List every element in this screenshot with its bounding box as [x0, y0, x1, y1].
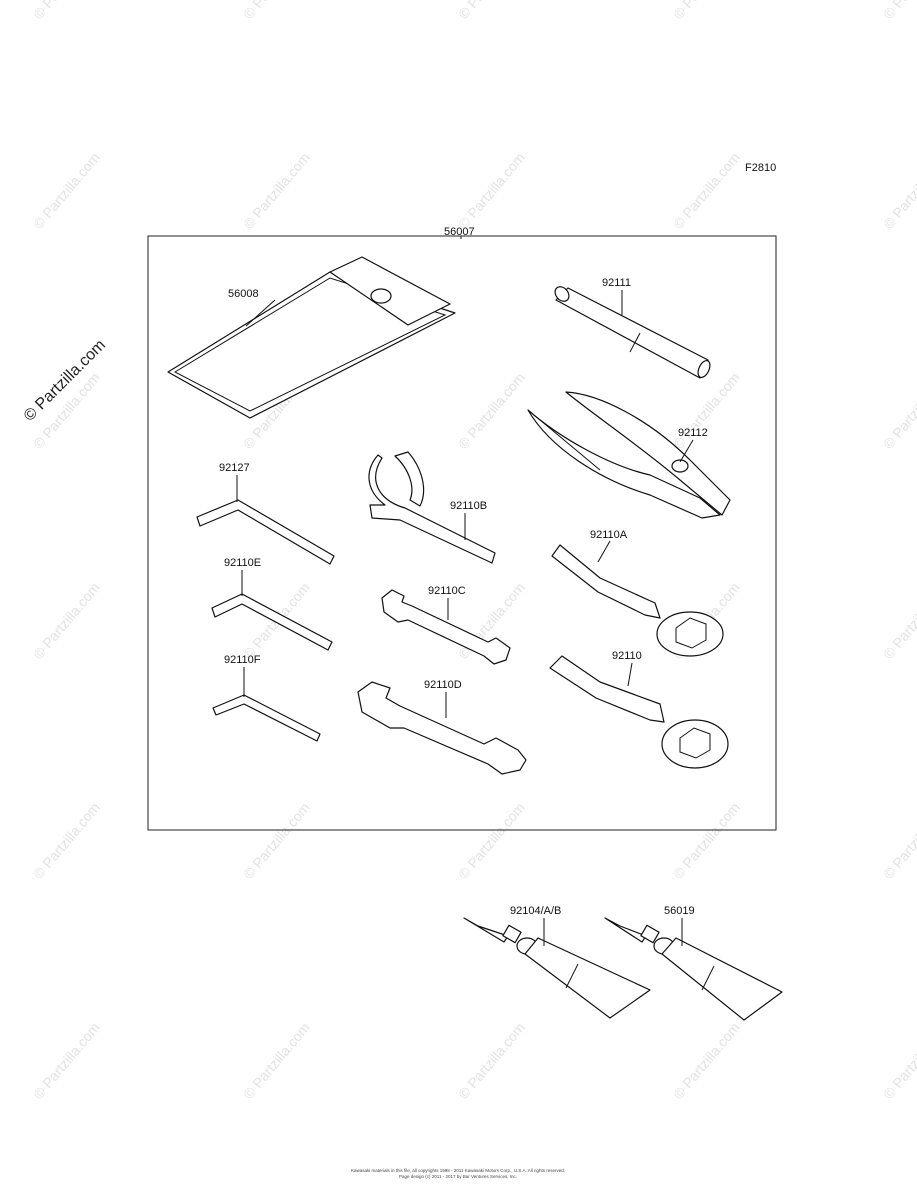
box-wrench-part[interactable]	[549, 655, 729, 769]
tube-left-part[interactable]	[463, 917, 651, 1019]
pouch-part[interactable]	[167, 256, 456, 419]
watermark-text: © Partzilla.com	[880, 579, 917, 662]
hook-wrench-part[interactable]	[368, 451, 496, 564]
watermark-text: © Partzilla.com	[30, 0, 103, 22]
pouch-label: 56008	[228, 288, 259, 300]
box-wrench-label: 92110	[612, 650, 642, 662]
hex-key-large-part[interactable]	[196, 499, 335, 565]
watermark-text: © Partzilla.com	[880, 799, 917, 882]
open-wrench-small-label: 92110C	[428, 585, 466, 597]
box-wrench-a-leader	[597, 540, 611, 563]
pliers-part[interactable]	[527, 391, 731, 519]
watermark-text: © Partzilla.com	[30, 149, 103, 232]
watermark-text: © Partzilla.com	[455, 799, 528, 882]
kit-label: 56007	[444, 226, 475, 238]
hex-key-small-label: 92110F	[224, 654, 261, 666]
footer-copyright: Kawasaki materials in this file, all cop…	[351, 1168, 565, 1173]
box-wrench-a-label: 92110A	[590, 529, 628, 541]
tube-left-label: 92104/A/B	[510, 905, 561, 917]
watermark-text: © Partzilla.com	[240, 1019, 313, 1102]
watermark-text: © Partzilla.com	[455, 369, 528, 452]
pliers-leader	[679, 439, 694, 463]
watermark-text: © Partzilla.com	[670, 369, 743, 452]
watermark-text: © Partzilla.com	[30, 1019, 103, 1102]
hook-wrench-label: 92110B	[450, 500, 487, 512]
kit-frame	[147, 235, 777, 831]
watermark-text: © Partzilla.com	[240, 0, 313, 22]
box-wrench-leader	[627, 662, 633, 687]
watermark-text: © Partzilla.com	[880, 369, 917, 452]
open-wrench-small-part[interactable]	[381, 589, 511, 665]
hex-key-small-part[interactable]	[212, 694, 321, 742]
watermark-text: © Partzilla.com	[670, 149, 743, 232]
extension-bar-part[interactable]	[552, 284, 712, 379]
watermark-text: © Partzilla.com	[30, 579, 103, 662]
watermark-text: © Partzilla.com	[670, 1019, 743, 1102]
watermark-text: © Partzilla.com	[455, 1019, 528, 1102]
hex-key-medium-label: 92110E	[224, 557, 261, 569]
watermark-text: © Partzilla.com	[240, 799, 313, 882]
watermark-text: © Partzilla.com	[880, 0, 917, 22]
pliers-label: 92112	[678, 427, 708, 439]
open-wrench-large-part[interactable]	[357, 681, 527, 775]
figure-code: F2810	[745, 162, 776, 174]
watermark-text: © Partzilla.com	[455, 149, 528, 232]
watermark-text: © Partzilla.com	[240, 149, 313, 232]
tube-right-label: 56019	[664, 905, 695, 917]
watermark-text: © Partzilla.com	[670, 799, 743, 882]
open-wrench-large-label: 92110D	[424, 679, 462, 691]
watermark-text: © Partzilla.com	[30, 799, 103, 882]
watermark-text: © Partzilla.com	[455, 0, 528, 22]
extension-bar-label: 92111	[602, 277, 631, 289]
footer-design: Page design (c) 2011 - 2017 by Bar Ventu…	[399, 1174, 517, 1179]
tube-right-part[interactable]	[604, 917, 783, 1021]
pouch-leader	[245, 299, 276, 327]
box-wrench-a-part[interactable]	[551, 544, 724, 657]
hex-key-large-label: 92127	[219, 462, 250, 474]
watermark-text: © Partzilla.com	[880, 1019, 917, 1102]
watermark-text: © Partzilla.com	[670, 0, 743, 22]
watermark-text: © Partzilla.com	[880, 149, 917, 232]
